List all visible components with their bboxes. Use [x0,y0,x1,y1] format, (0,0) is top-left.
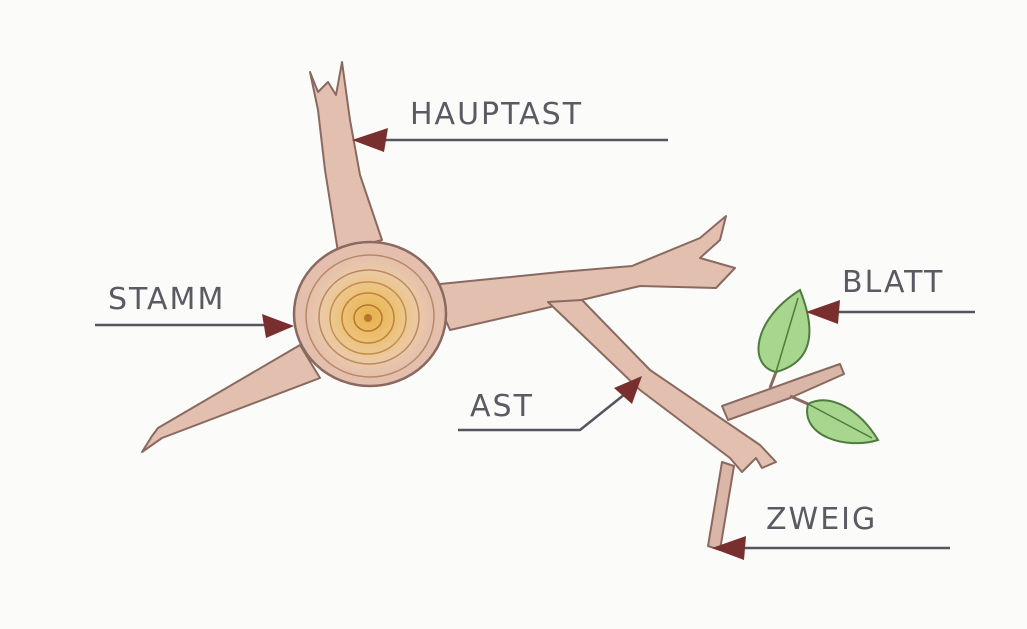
label-zweig: ZWEIG [766,505,877,535]
leaf-stem-upper [770,372,776,388]
label-hauptast: HAUPTAST [410,100,583,130]
leaf-upper [759,290,810,372]
leaf-stem-lower [790,396,808,404]
label-stamm: STAMM [108,285,225,315]
pointer-zweig [712,536,950,560]
lower-left-limb [142,345,320,452]
pointer-blatt [806,300,975,324]
label-ast: AST [470,392,534,422]
trunk-cross-section [294,242,446,386]
label-blatt: BLATT [842,268,944,298]
twig-stub [708,462,734,550]
diagonal-branch [548,300,776,472]
pointer-stamm [95,314,294,338]
main-branch-hauptast [310,62,382,252]
